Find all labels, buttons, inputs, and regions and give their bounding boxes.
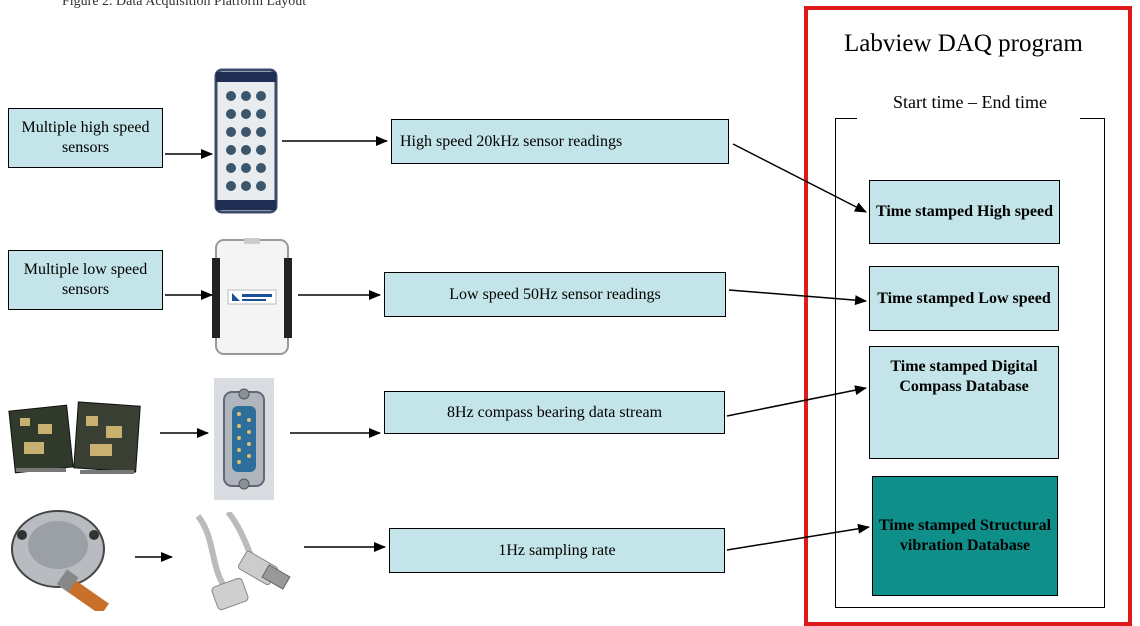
- source-label: Multiple low speed sensors: [23, 261, 148, 298]
- output-box-low-speed: Time stamped Low speed: [869, 266, 1059, 331]
- stream-label: 8Hz compass bearing data stream: [446, 403, 663, 421]
- output-box-high-speed: Time stamped High speed: [869, 180, 1060, 244]
- stream-box-low-speed: Low speed 50Hz sensor readings: [384, 272, 726, 317]
- output-label: Time stamped Low speed: [877, 289, 1051, 307]
- serial-port-icon: [214, 378, 274, 500]
- ni-usb-daq-icon: [212, 238, 292, 355]
- stream-box-high-speed: High speed 20kHz sensor readings: [391, 119, 729, 164]
- compass-circuit-boards-icon: [8, 401, 141, 474]
- arrow: [732, 143, 867, 213]
- output-label: Time stamped Structural vibration Databa…: [878, 517, 1052, 554]
- time-window-bracket-top-right: [1080, 118, 1105, 119]
- stream-label: Low speed 50Hz sensor readings: [449, 285, 661, 303]
- output-box-digital-compass: Time stamped Digital Compass Database: [869, 346, 1059, 459]
- source-box-high-speed: Multiple high speed sensors: [8, 108, 163, 168]
- time-window-label: Start time – End time: [862, 90, 1078, 116]
- inclinometer-sensor-icon: [11, 510, 109, 611]
- arrow: [726, 523, 870, 551]
- output-label: Time stamped Digital Compass Database: [890, 358, 1038, 395]
- output-box-structural-vibration: Time stamped Structural vibration Databa…: [872, 476, 1058, 596]
- arrow: [726, 385, 867, 417]
- labview-title: Labview DAQ program: [844, 30, 1083, 57]
- output-label: Time stamped High speed: [875, 203, 1054, 220]
- source-box-low-speed: Multiple low speed sensors: [8, 250, 163, 310]
- stream-label: 1Hz sampling rate: [498, 541, 616, 559]
- stream-label: High speed 20kHz sensor readings: [400, 132, 623, 150]
- bnc-connector-block-icon: [214, 68, 278, 214]
- figure-caption: Figure 2. Data Acquisition Platform Layo…: [62, 0, 307, 9]
- source-label: Multiple high speed sensors: [21, 119, 150, 156]
- usb-cable-icon: [195, 512, 291, 611]
- stream-box-vibration: 1Hz sampling rate: [389, 528, 725, 573]
- stream-box-compass: 8Hz compass bearing data stream: [384, 391, 725, 434]
- arrow: [728, 289, 867, 306]
- time-window-bracket: [835, 118, 1105, 608]
- time-window-bracket-top-left: [835, 118, 857, 119]
